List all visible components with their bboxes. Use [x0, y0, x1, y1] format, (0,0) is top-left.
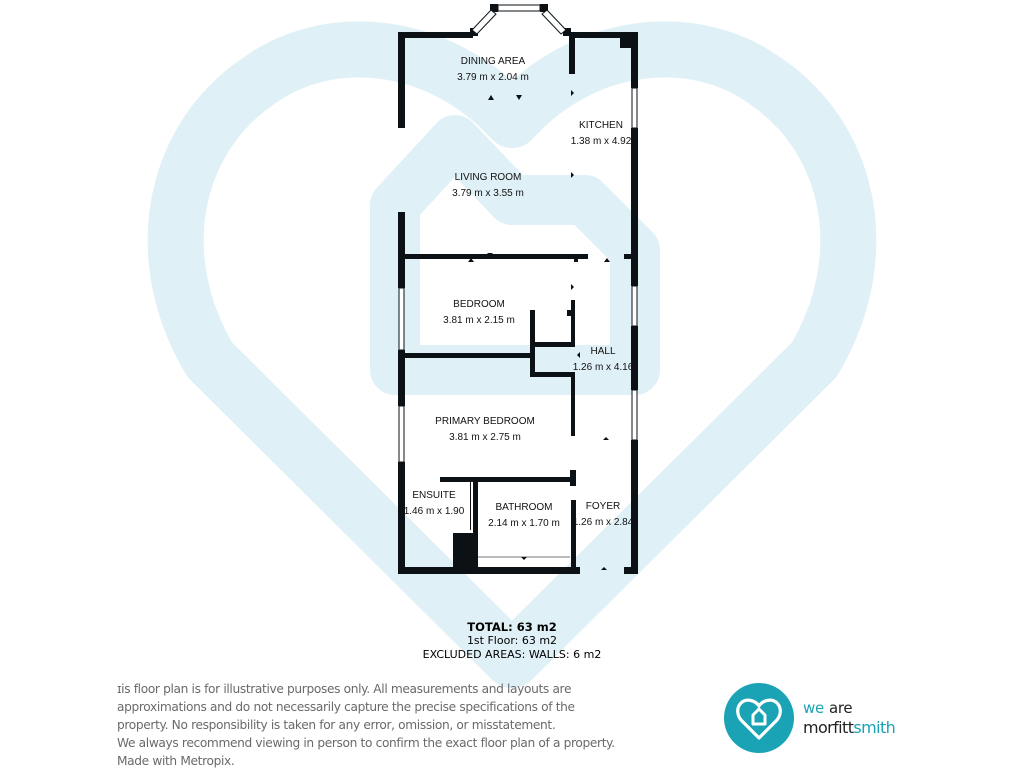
room-name: HALL: [590, 346, 616, 357]
room-foyer: FOYER 1.26 m x 2.84: [573, 499, 634, 531]
room-name: LIVING ROOM: [454, 172, 522, 183]
window: [631, 285, 638, 327]
room-bathroom: BATHROOM 2.14 m x 1.70 m: [488, 500, 560, 532]
room-size: 1.26 m x 2.84: [572, 517, 634, 528]
window: [471, 9, 497, 35]
room-name: BATHROOM: [495, 502, 553, 513]
floor-area: 1st Floor: 63 m2: [466, 634, 558, 647]
room-size: 3.79 m x 3.55 m: [452, 188, 524, 199]
disclaimer-line: ɪis floor plan is for illustrative purpo…: [117, 682, 572, 696]
window: [631, 87, 638, 129]
room-name: DINING AREA: [460, 56, 526, 67]
disclaimer: ɪis floor plan is for illustrative purpo…: [117, 680, 677, 770]
wall: [398, 212, 405, 254]
disclaimer-line: approximations and do not necessarily ca…: [117, 700, 575, 714]
room-size: 1.46 m x 1.90: [403, 506, 465, 517]
room-size: 3.81 m x 2.15 m: [443, 315, 515, 326]
room-dining-area: DINING AREA 3.79 m x 2.04 m: [457, 54, 529, 86]
brand-smith: smith: [853, 718, 896, 737]
disclaimer-line: Made with Metropix.: [117, 754, 235, 768]
brand-morfitt: morfitt: [803, 718, 854, 737]
area-totals: TOTAL: 63 m2 1st Floor: 63 m2 EXCLUDED A…: [0, 620, 1024, 662]
floor-plan: [398, 4, 638, 574]
room-size: 2.14 m x 1.70 m: [488, 518, 560, 529]
window: [398, 405, 405, 463]
room-ensuite: ENSUITE 1.46 m x 1.90: [404, 488, 465, 520]
room-kitchen: KITCHEN 1.38 m x 4.92: [571, 118, 632, 150]
room-primary-bedroom: PRIMARY BEDROOM 3.81 m x 2.75 m: [435, 414, 535, 446]
room-size: 3.81 m x 2.75 m: [449, 432, 521, 443]
window: [541, 9, 567, 35]
room-name: ENSUITE: [412, 490, 456, 501]
brand-are: are: [829, 699, 853, 717]
disclaimer-line: property. No responsibility is taken for…: [117, 718, 556, 732]
room-size: 1.26 m x 4.16: [572, 362, 634, 373]
room-hall: HALL 1.26 m x 4.16: [573, 344, 634, 376]
excluded-area: EXCLUDED AREAS: WALLS: 6 m2: [422, 648, 602, 661]
room-name: KITCHEN: [579, 120, 623, 131]
room-name: BEDROOM: [453, 299, 505, 310]
total-area: TOTAL: 63 m2: [467, 620, 557, 634]
room-living-room: LIVING ROOM 3.79 m x 3.55 m: [452, 170, 524, 202]
window: [497, 4, 541, 12]
brand-we: we: [803, 699, 824, 717]
room-size: 3.79 m x 2.04 m: [457, 72, 529, 83]
wall: [398, 32, 405, 128]
window: [398, 287, 405, 351]
window: [631, 389, 638, 441]
room-size: 1.38 m x 4.92: [570, 136, 632, 147]
brand-wordmark: we are morfittsmith: [803, 698, 896, 738]
room-name: PRIMARY BEDROOM: [435, 416, 535, 427]
room-bedroom: BEDROOM 3.81 m x 2.15 m: [443, 297, 515, 329]
disclaimer-line: We always recommend viewing in person to…: [117, 736, 615, 750]
room-name: FOYER: [585, 501, 621, 512]
heart-house-icon: [724, 683, 794, 753]
